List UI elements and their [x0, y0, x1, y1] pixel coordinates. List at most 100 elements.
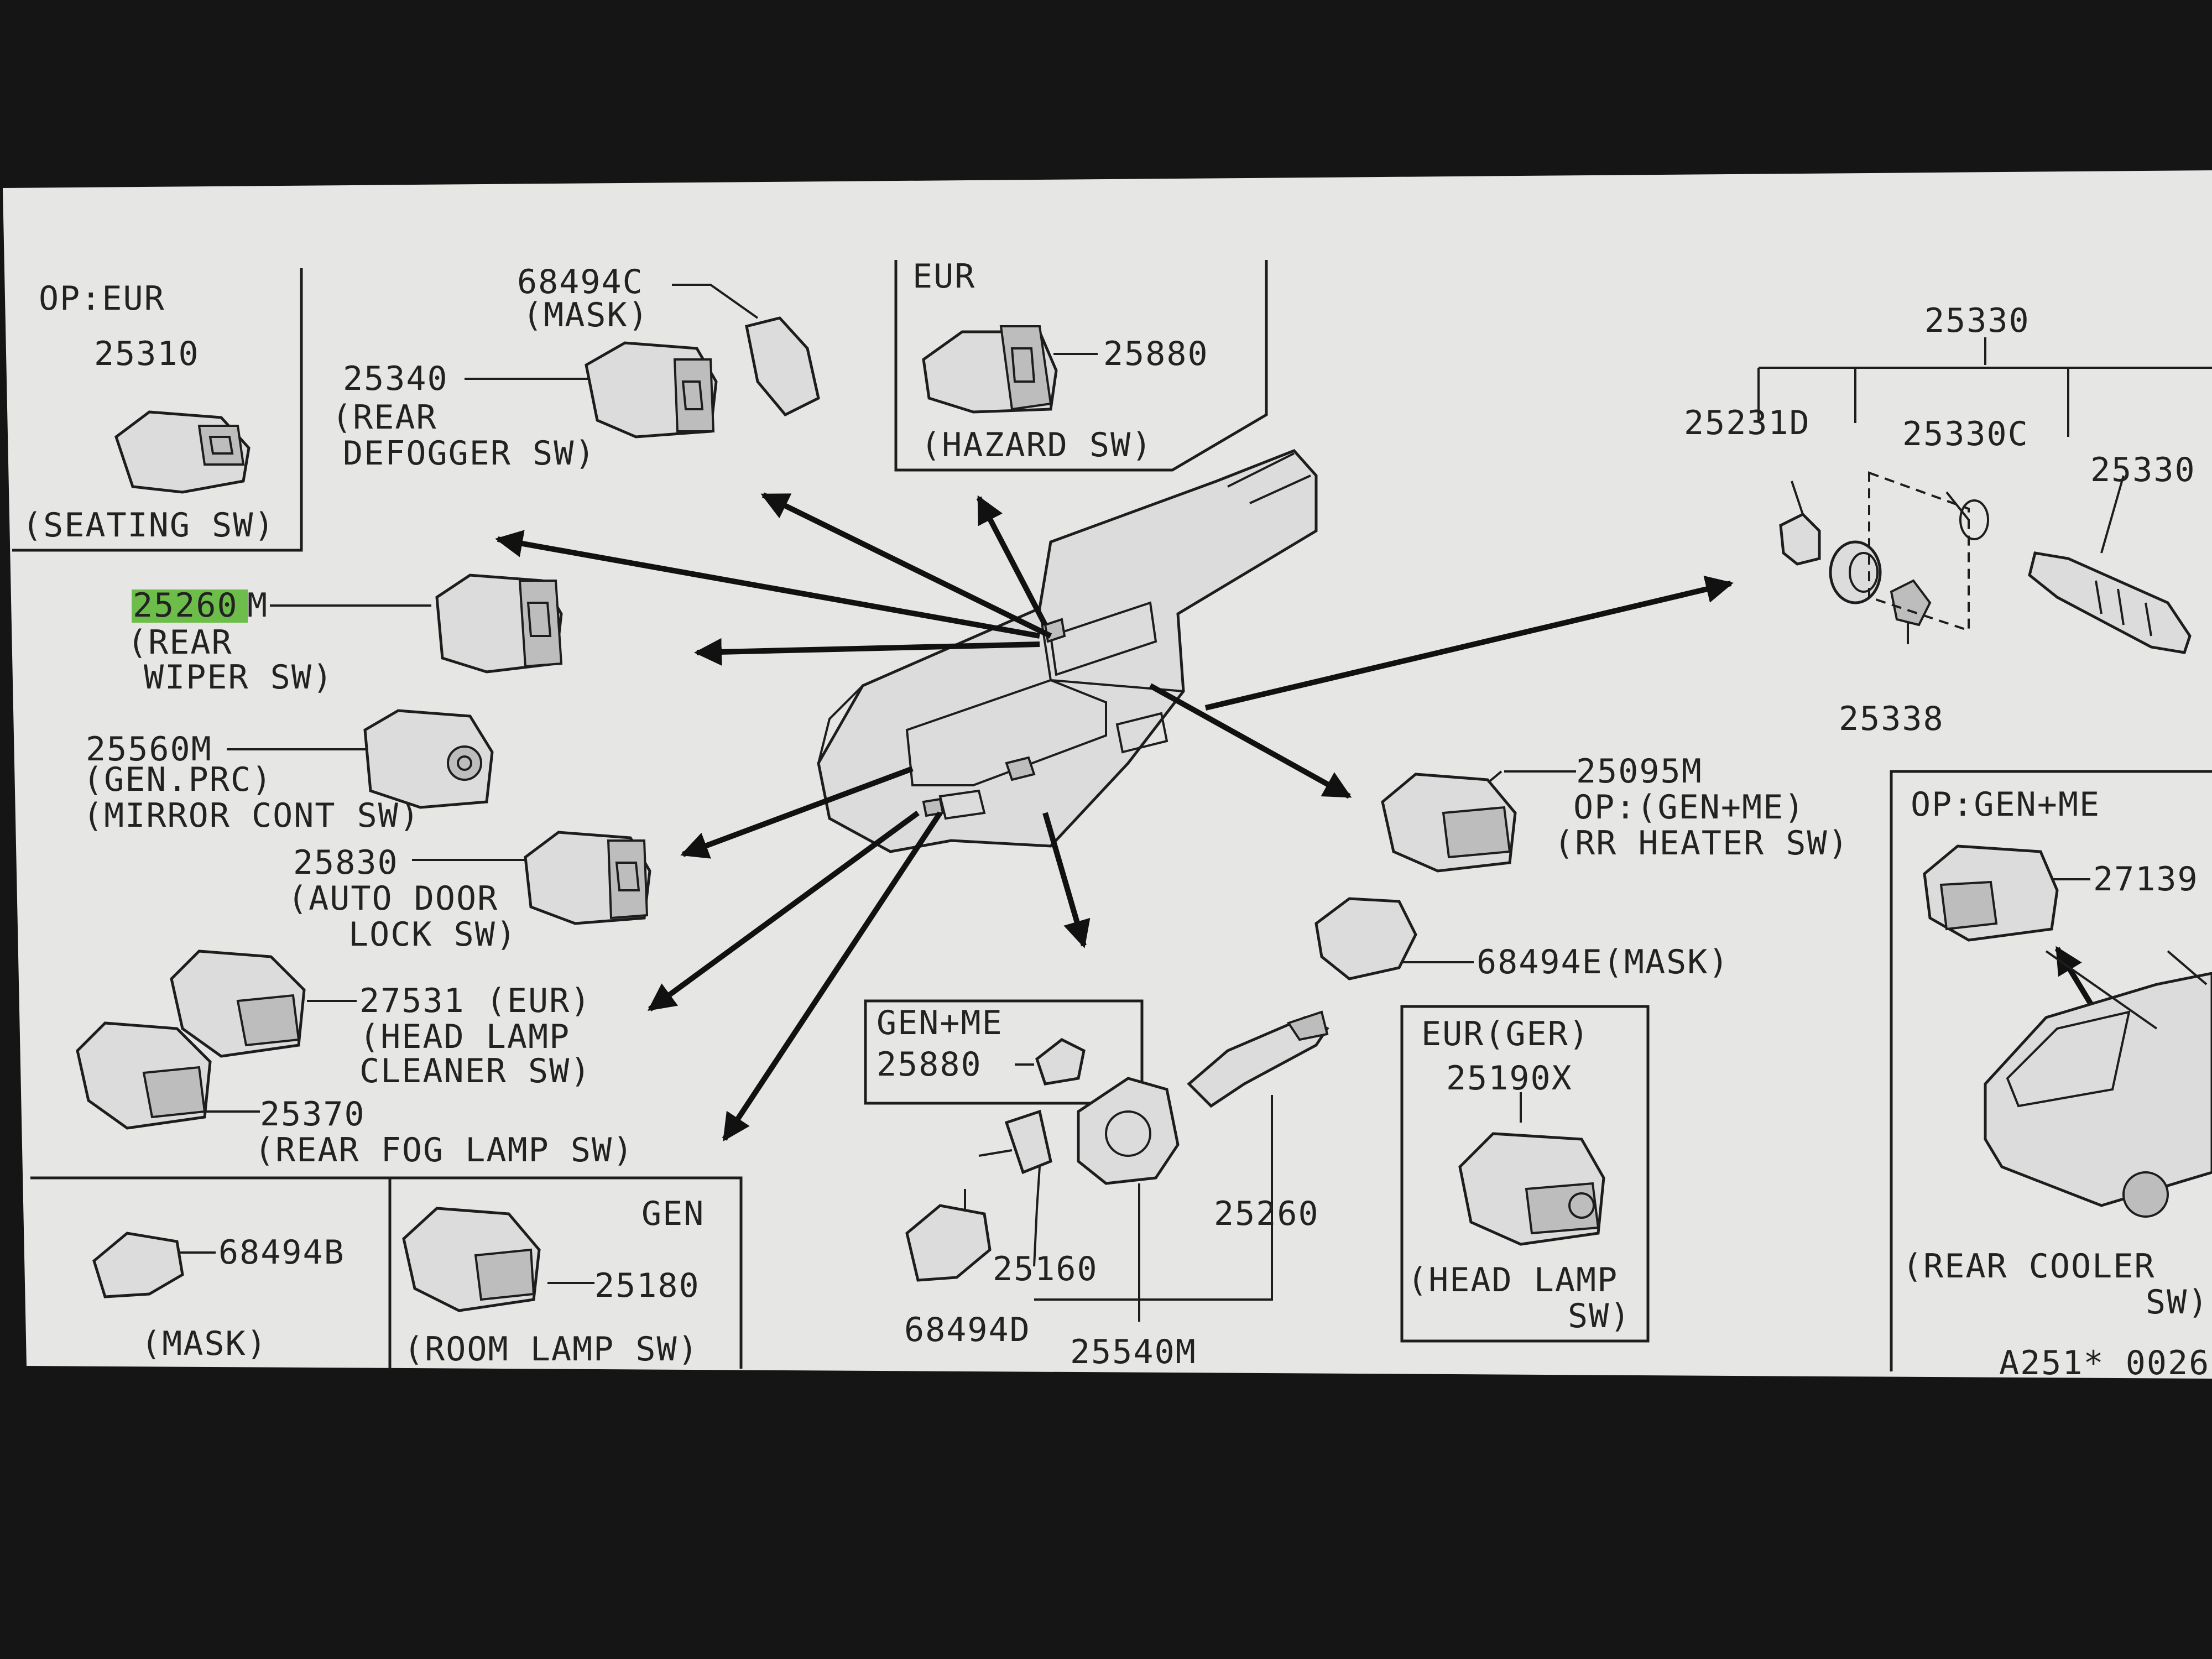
arrow-rear-wiper: [694, 638, 1040, 666]
arrow-seating: [495, 530, 1040, 639]
label-op-gen-me-paren: OP:(GEN+ME): [1573, 788, 1805, 827]
mask-68494b: [92, 1232, 184, 1298]
label-gen: GEN: [641, 1194, 705, 1233]
label-68494c: 68494C: [517, 263, 644, 301]
label-25330c: 25330C: [1902, 415, 2029, 453]
label-25880-genme: 25880: [877, 1045, 982, 1084]
label-68494b: 68494B: [218, 1233, 345, 1272]
label-mask-c: (MASK): [523, 296, 649, 335]
label-ref-code: A251* 0026: [1999, 1344, 2210, 1383]
label-25190x: 25190X: [1446, 1059, 1573, 1098]
label-25560m: 25560M: [86, 730, 212, 769]
label-wiper-sw: WIPER SW): [144, 658, 333, 697]
mask-68494c: [745, 316, 820, 417]
label-defogger-sw: DEFOGGER SW): [343, 434, 596, 473]
switch-room-lamp: [402, 1207, 541, 1312]
combination-switch: [978, 1010, 1329, 1185]
switch-mirror: [363, 709, 494, 809]
label-25260m-suffix: M: [247, 586, 268, 625]
switch-seating: [114, 410, 251, 494]
switch-27531: [170, 950, 306, 1058]
label-27531: 27531 (EUR): [359, 982, 591, 1020]
label-op-gen-me: OP:GEN+ME: [1911, 785, 2100, 824]
label-rr-heater-sw: (RR HEATER SW): [1554, 824, 1849, 863]
label-head-lamp: (HEAD LAMP: [359, 1018, 570, 1056]
label-seating-sw: (SEATING SW): [22, 506, 275, 545]
box-head-lamp-sw: [1400, 1005, 1650, 1343]
label-25330-right: 25330: [2090, 451, 2196, 489]
labels: OP:EUR 25310 (SEATING SW) 68494C (MASK) …: [22, 257, 2210, 1383]
arrow-rr-heater: [1149, 683, 1352, 799]
van-illustration: [1984, 950, 2212, 1218]
arrow-head-lamp-cleaner: [647, 810, 920, 1012]
switch-25340: [585, 341, 718, 439]
label-25160: 25160: [993, 1250, 1098, 1288]
label-25340: 25340: [343, 359, 448, 398]
bracket-25330: [1757, 337, 2212, 437]
label-25260: 25260: [1214, 1194, 1319, 1233]
dashboard-illustration: [817, 449, 1318, 853]
box-gen-me-25880: [864, 999, 1144, 1105]
switch-27139: [1923, 844, 2059, 942]
label-25370: 25370: [260, 1095, 366, 1134]
arrow-25330: [1204, 576, 1734, 711]
label-68494d: 68494D: [904, 1311, 1031, 1349]
label-68494e: 68494E(MASK): [1477, 943, 1729, 982]
label-25310: 25310: [94, 335, 200, 373]
parts-25330-assembly: [1779, 471, 2192, 654]
mask-68494e: [1314, 897, 1417, 980]
highlight-25260: [132, 589, 248, 623]
label-lock-sw: LOCK SW): [348, 915, 517, 954]
label-25880-hazard: 25880: [1103, 335, 1209, 373]
leader-lines: [160, 284, 2125, 1322]
box-rear-cooler: [1890, 770, 2212, 1371]
switch-hazard: [922, 325, 1058, 414]
label-rear-2: (REAR: [127, 623, 233, 662]
label-room-lamp-sw: (ROOM LAMP SW): [404, 1330, 699, 1369]
label-mask-b: (MASK): [141, 1324, 268, 1363]
switch-25260m: [435, 573, 563, 674]
label-27139: 27139: [2093, 860, 2199, 899]
arrow-rear-fog: [722, 811, 943, 1142]
arrow-rear-defogger: [760, 492, 1052, 639]
label-25095m: 25095M: [1576, 752, 1703, 791]
mask-68494d: [905, 1204, 992, 1282]
arrows: [495, 492, 2115, 1142]
switch-rr-heater: [1381, 773, 1517, 873]
label-gen-me: GEN+ME: [877, 1004, 1003, 1042]
box-mask-room-lamp: [30, 1176, 743, 1369]
label-sw-close: SW): [2146, 1283, 2209, 1322]
label-25540m: 25540M: [1070, 1333, 1197, 1371]
label-mirror-cont-sw: (MIRROR CONT SW): [83, 796, 420, 835]
switch-auto-door: [524, 831, 651, 925]
switch-25880-genme: [1035, 1038, 1086, 1086]
label-25830: 25830: [293, 843, 399, 882]
label-25260m-highlighted: 25260: [133, 586, 238, 625]
label-op-eur: OP:EUR: [39, 279, 165, 318]
label-eur-ger: EUR(GER): [1421, 1015, 1590, 1053]
label-25338: 25338: [1839, 700, 1944, 738]
box-seating-sw: [12, 268, 303, 552]
label-auto-door: (AUTO DOOR: [288, 879, 498, 918]
label-25180: 25180: [594, 1266, 700, 1305]
label-gen-prc: (GEN.PRC): [83, 760, 273, 799]
arrow-auto-door: [680, 766, 914, 859]
box-frames: [12, 260, 2212, 1371]
label-25330-top: 25330: [1924, 301, 2030, 340]
label-25231d: 25231D: [1684, 404, 1811, 442]
label-head-lamp-2: (HEAD LAMP: [1407, 1261, 1618, 1300]
arrow-hazard: [976, 495, 1048, 627]
box-hazard-sw: [894, 260, 1268, 472]
label-rear-cooler: (REAR COOLER: [1902, 1247, 2155, 1286]
label-rear: (REAR: [332, 398, 437, 437]
label-sw-close-2: SW): [1568, 1297, 1631, 1335]
label-cleaner-sw: CLEANER SW): [359, 1052, 591, 1091]
arrow-combination-sw: [1042, 812, 1091, 948]
switch-25370: [76, 1021, 212, 1130]
label-hazard-sw: (HAZARD SW): [921, 426, 1152, 465]
label-eur: EUR: [912, 257, 975, 296]
label-rear-fog-sw: (REAR FOG LAMP SW): [254, 1131, 634, 1170]
switch-25190x: [1458, 1132, 1605, 1246]
